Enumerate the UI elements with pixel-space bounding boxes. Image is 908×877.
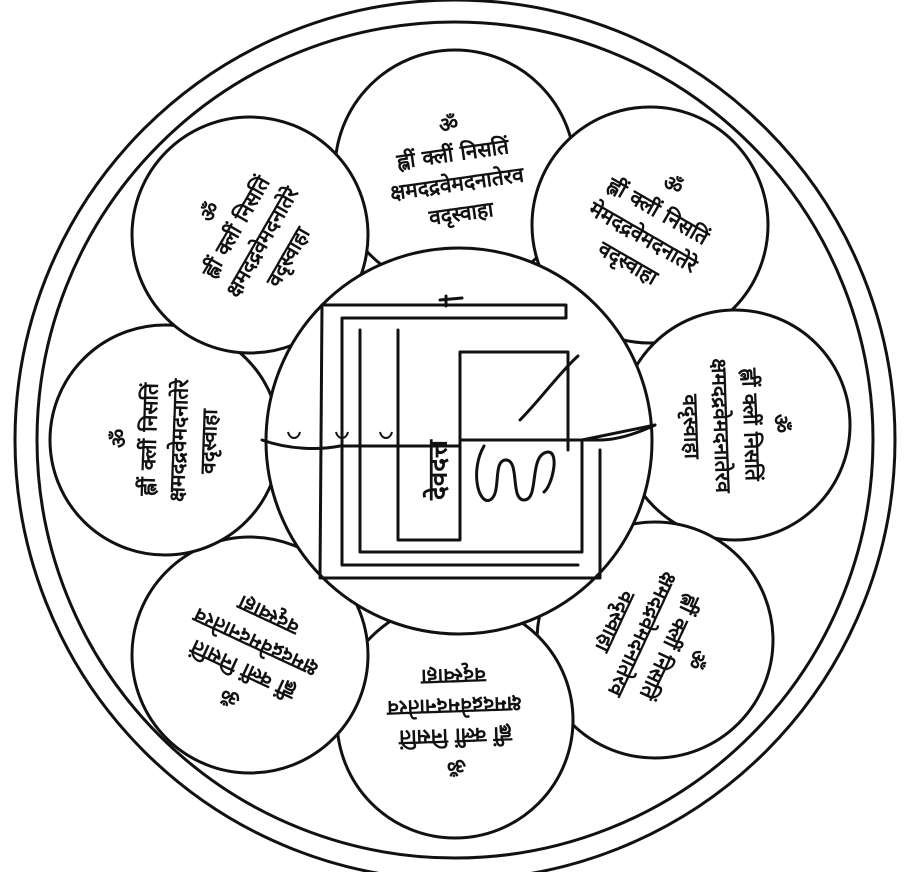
center-inscription: देवदत्त	[423, 439, 454, 501]
petal-line: ॐ	[769, 413, 794, 433]
petal-line: वदृस्वाहा	[419, 661, 487, 689]
petal-line: ॐ	[447, 754, 467, 779]
petal-line: ह्लीं क्लीं निसतिं	[737, 367, 766, 483]
petal-line: क्षमदद्रवेमदनातेरव	[386, 692, 523, 722]
petal-line: वदृस्वाहा	[676, 393, 704, 461]
petal-line: ॐ	[107, 428, 132, 448]
petal-line: वदृस्वाहा	[196, 407, 224, 475]
petal-circle-left	[50, 325, 280, 555]
petal-line: ह्लीं क्लीं निसतिं	[398, 722, 514, 751]
petal-line: क्षमदद्रवेमदनातेरे	[164, 377, 193, 502]
petal-line: ह्लीं क्लीं निसतिं	[134, 382, 163, 498]
petal-circle-bottom	[337, 602, 573, 838]
petal-line: ॐ	[437, 111, 459, 137]
petal-line: क्षमदद्रवेमदनातेरव	[707, 358, 737, 495]
